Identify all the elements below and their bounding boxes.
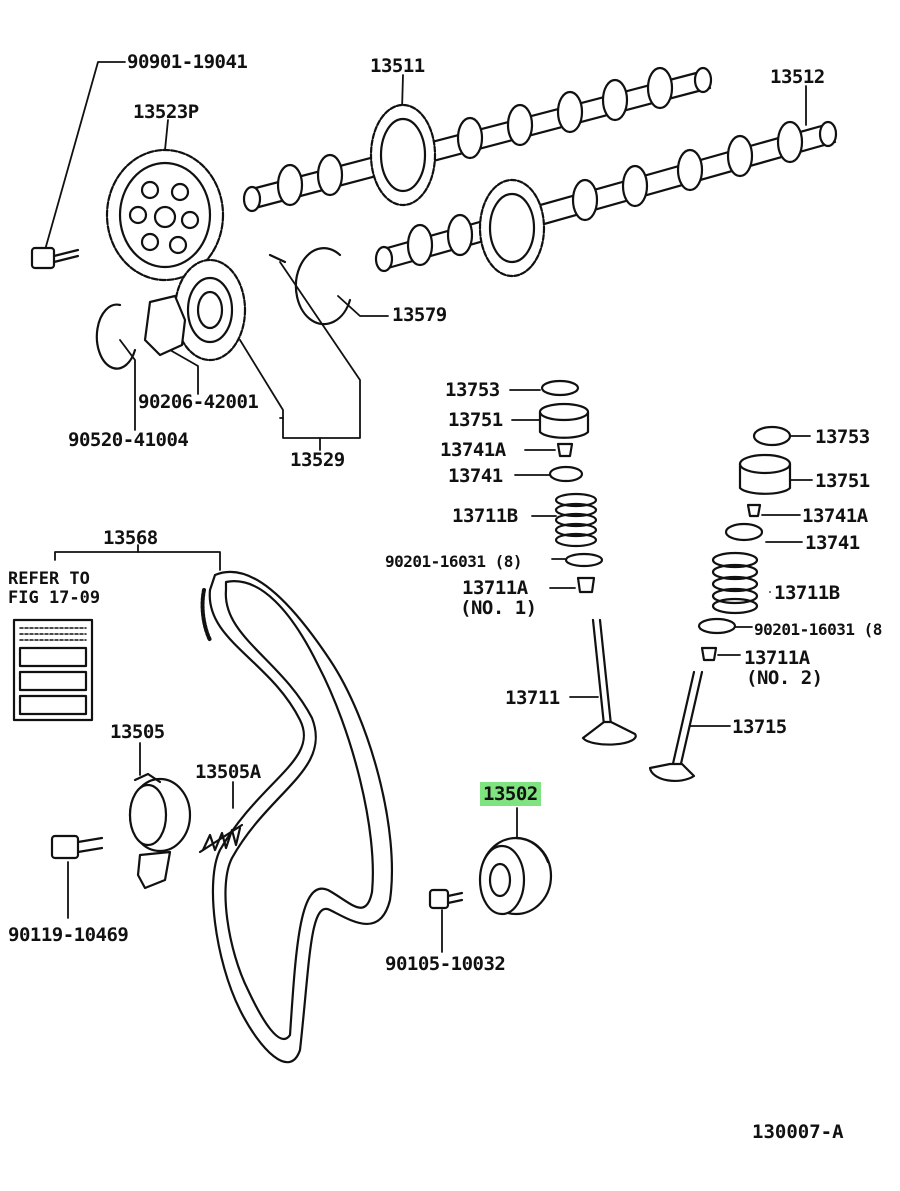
washer-90206-42001 <box>143 294 187 357</box>
snap-ring-13579 <box>268 247 352 326</box>
timing-belt-13568 <box>200 570 394 1064</box>
callout-13505: 13505 <box>110 721 165 743</box>
callout-90119-10469: 90119-10469 <box>8 924 129 946</box>
refer-line-2: FIG 17-09 <box>8 588 101 608</box>
callout-13741A-no1: 13741A <box>440 439 506 461</box>
callout-90105-10032: 90105-10032 <box>385 953 506 975</box>
gear-13529 <box>173 258 247 362</box>
callout-13751-no1: 13751 <box>448 409 503 431</box>
callout-13711A-no1: 13711A <box>462 577 528 599</box>
callout-90201-16031-no1: 90201-16031 (8) <box>385 552 523 571</box>
camshaft-13512 <box>374 120 838 278</box>
callout-90520-41004: 90520-41004 <box>68 429 189 451</box>
callout-13529: 13529 <box>290 449 345 471</box>
camshaft-13511 <box>242 66 713 213</box>
callout-13741A-no2: 13741A <box>802 505 868 527</box>
valve-assembly-no2 <box>648 425 792 783</box>
bolt-90119-10469 <box>50 834 104 860</box>
tensioner-13505 <box>128 772 192 890</box>
refer-note: REFER TO FIG 17-09 <box>8 570 100 608</box>
callout-13715: 13715 <box>732 716 787 738</box>
bolt-90105-10032 <box>428 888 464 910</box>
callout-13741-no1: 13741 <box>448 465 503 487</box>
callout-13753-no2: 13753 <box>815 426 870 448</box>
callout-13505A: 13505A <box>195 761 261 783</box>
callout-13753-no1: 13753 <box>445 379 500 401</box>
timing-pulley-13523P <box>105 148 225 282</box>
leader-lines <box>44 61 813 953</box>
reference-box <box>12 618 94 722</box>
callout-13711: 13711 <box>505 687 560 709</box>
callout-90201-16031-no2: 90201-16031 (8 <box>754 620 882 639</box>
callout-13512: 13512 <box>770 66 825 88</box>
label-no1: (NO. 1) <box>460 597 537 619</box>
callout-13741-no2: 13741 <box>805 532 860 554</box>
bolt-90901-19041 <box>30 246 80 270</box>
callout-13511: 13511 <box>370 55 425 77</box>
callout-13502: 13502 <box>480 782 541 806</box>
callout-90901-19041: 90901-19041 <box>127 51 248 73</box>
figure-id: 130007-A <box>752 1121 844 1143</box>
callout-13502-wrap: 13502 <box>480 782 541 806</box>
callout-13579: 13579 <box>392 304 447 326</box>
callout-13711B-no2: 13711B <box>774 582 840 604</box>
label-no2: (NO. 2) <box>746 667 823 689</box>
tension-spring-13505A <box>198 823 244 854</box>
callout-13711A-no2: 13711A <box>744 647 810 669</box>
callout-90206-42001: 90206-42001 <box>138 391 259 413</box>
callout-13711B-no1: 13711B <box>452 505 518 527</box>
refer-line-1: REFER TO <box>8 569 90 589</box>
callout-13568: 13568 <box>103 527 158 549</box>
idler-pulley-13502 <box>478 836 553 916</box>
snap-ring-90520-41004 <box>95 303 137 370</box>
callout-13523P: 13523P <box>133 101 199 123</box>
callout-13751-no2: 13751 <box>815 470 870 492</box>
valve-assembly-no1 <box>538 379 637 746</box>
